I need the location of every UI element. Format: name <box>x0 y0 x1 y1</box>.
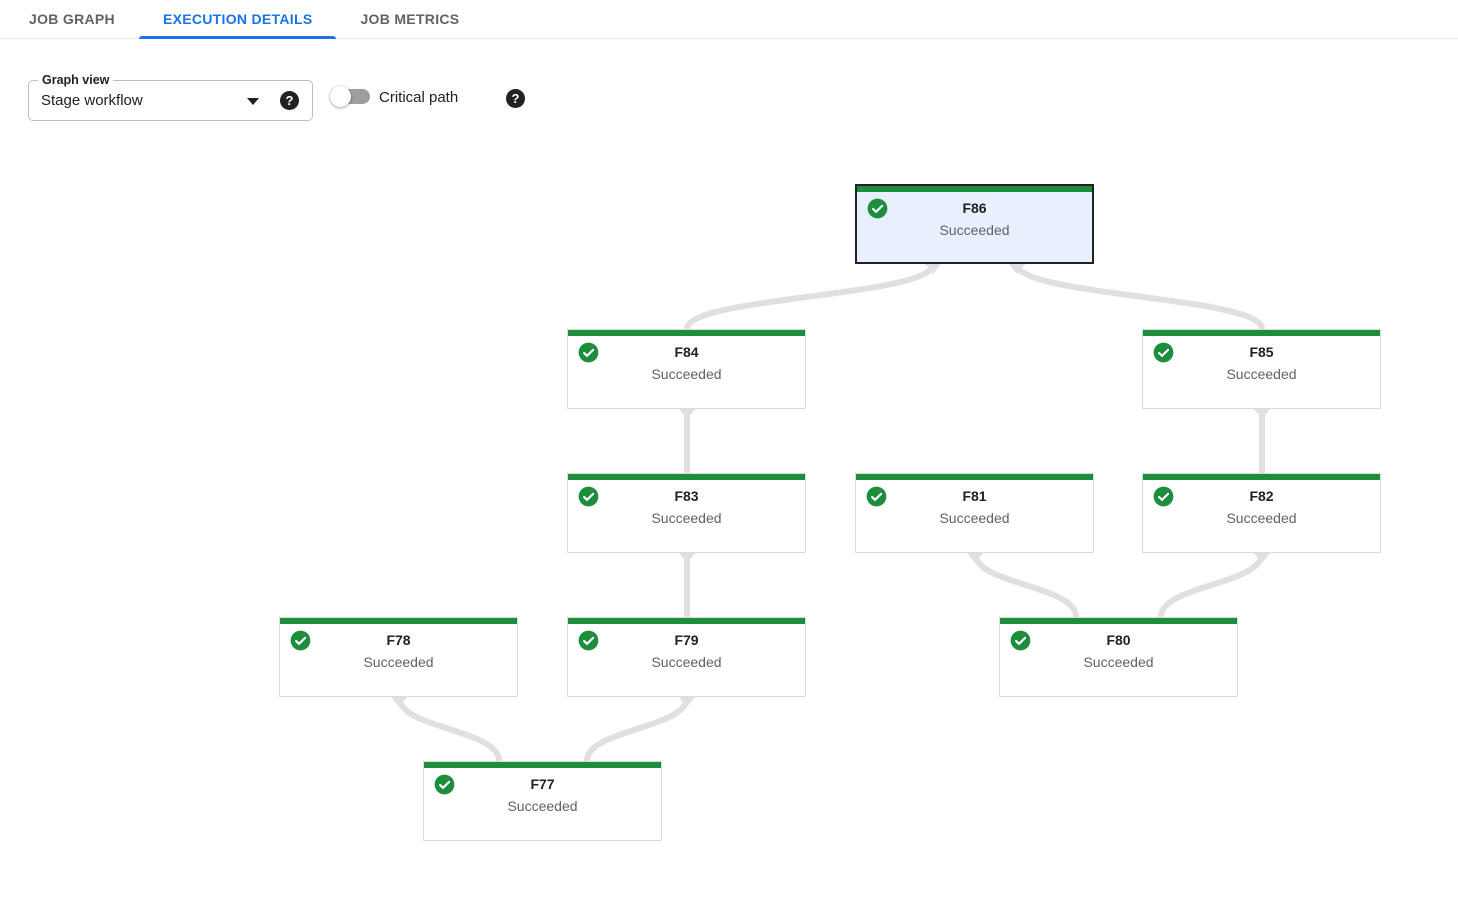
graph-view-label: Graph view <box>38 72 114 89</box>
critical-path-label: Critical path <box>379 89 459 106</box>
stage-status: Succeeded <box>651 654 722 670</box>
edge-f86-f85 <box>1014 261 1265 332</box>
status-bar <box>1143 330 1380 336</box>
status-bar <box>568 330 805 336</box>
stage-status: Succeeded <box>1226 366 1297 382</box>
status-bar <box>568 474 805 480</box>
stage-status: Succeeded <box>939 510 1010 526</box>
stage-name: F78 <box>386 632 411 648</box>
stage-name: F77 <box>530 776 555 792</box>
stage-node-f81[interactable]: F81 Succeeded <box>855 473 1094 553</box>
stage-node-f80[interactable]: F80 Succeeded <box>999 617 1238 697</box>
tab-job-graph[interactable]: JOB GRAPH <box>29 11 115 27</box>
success-check-icon <box>578 342 599 363</box>
success-check-icon <box>578 630 599 651</box>
stage-status: Succeeded <box>651 510 722 526</box>
graph-view-help-icon[interactable]: ? <box>280 91 299 110</box>
stage-name: F86 <box>962 200 987 216</box>
status-bar <box>1000 618 1237 624</box>
success-check-icon <box>1153 342 1174 363</box>
edge-start-marker <box>679 553 695 563</box>
edge-f82-f80 <box>1158 550 1265 620</box>
stage-name: F82 <box>1249 488 1274 504</box>
success-check-icon <box>290 630 311 651</box>
stage-name: F80 <box>1106 632 1131 648</box>
critical-path-help-icon[interactable]: ? <box>506 89 525 108</box>
stage-name: F85 <box>1249 344 1274 360</box>
edge-start-marker <box>1254 409 1270 419</box>
stage-node-f86[interactable]: F86 Succeeded <box>855 184 1094 264</box>
critical-path-toggle[interactable] <box>330 85 370 109</box>
stage-name: F79 <box>674 632 699 648</box>
edge-start-marker <box>967 553 983 563</box>
edge-start-marker <box>1009 264 1025 274</box>
stage-status: Succeeded <box>939 222 1010 238</box>
edge-start-marker <box>679 409 695 419</box>
edge-f78-f77 <box>396 694 502 764</box>
edge-start-marker <box>1254 553 1270 563</box>
chevron-down-icon <box>247 98 259 105</box>
stage-status: Succeeded <box>507 798 578 814</box>
success-check-icon <box>867 198 888 219</box>
success-check-icon <box>1153 486 1174 507</box>
stage-status: Succeeded <box>651 366 722 382</box>
graph-toolbar: Graph view Stage workflow ? Critical pat… <box>0 39 1458 139</box>
tab-job-metrics[interactable]: JOB METRICS <box>360 11 460 27</box>
edge-f86-f84 <box>684 261 936 332</box>
edge-start-marker <box>925 264 941 274</box>
stage-name: F83 <box>674 488 699 504</box>
stage-name: F81 <box>962 488 987 504</box>
stage-node-f84[interactable]: F84 Succeeded <box>567 329 806 409</box>
status-bar <box>424 762 661 768</box>
success-check-icon <box>434 774 455 795</box>
status-bar <box>568 618 805 624</box>
success-check-icon <box>1010 630 1031 651</box>
status-bar <box>857 186 1092 192</box>
success-check-icon <box>866 486 887 507</box>
stage-name: F84 <box>674 344 699 360</box>
status-bar <box>280 618 517 624</box>
edge-start-marker <box>679 697 695 707</box>
tab-execution-details[interactable]: EXECUTION DETAILS <box>138 0 337 39</box>
stage-status: Succeeded <box>1083 654 1154 670</box>
stage-status: Succeeded <box>1226 510 1297 526</box>
edge-f81-f80 <box>972 550 1079 620</box>
success-check-icon <box>578 486 599 507</box>
stage-status: Succeeded <box>363 654 434 670</box>
stage-node-f83[interactable]: F83 Succeeded <box>567 473 806 553</box>
graph-view-value: Stage workflow <box>41 92 143 109</box>
edge-start-marker <box>391 697 407 707</box>
status-bar <box>1143 474 1380 480</box>
stage-node-f79[interactable]: F79 Succeeded <box>567 617 806 697</box>
stage-node-f85[interactable]: F85 Succeeded <box>1142 329 1381 409</box>
edge-f79-f77 <box>584 694 690 764</box>
toggle-knob <box>330 86 351 107</box>
stage-node-f78[interactable]: F78 Succeeded <box>279 617 518 697</box>
graph-view-select[interactable]: Graph view Stage workflow ? <box>28 72 313 121</box>
job-tabs: JOB GRAPH EXECUTION DETAILS JOB METRICS <box>0 0 1458 39</box>
stage-node-f77[interactable]: F77 Succeeded <box>423 761 662 841</box>
stage-node-f82[interactable]: F82 Succeeded <box>1142 473 1381 553</box>
status-bar <box>856 474 1093 480</box>
